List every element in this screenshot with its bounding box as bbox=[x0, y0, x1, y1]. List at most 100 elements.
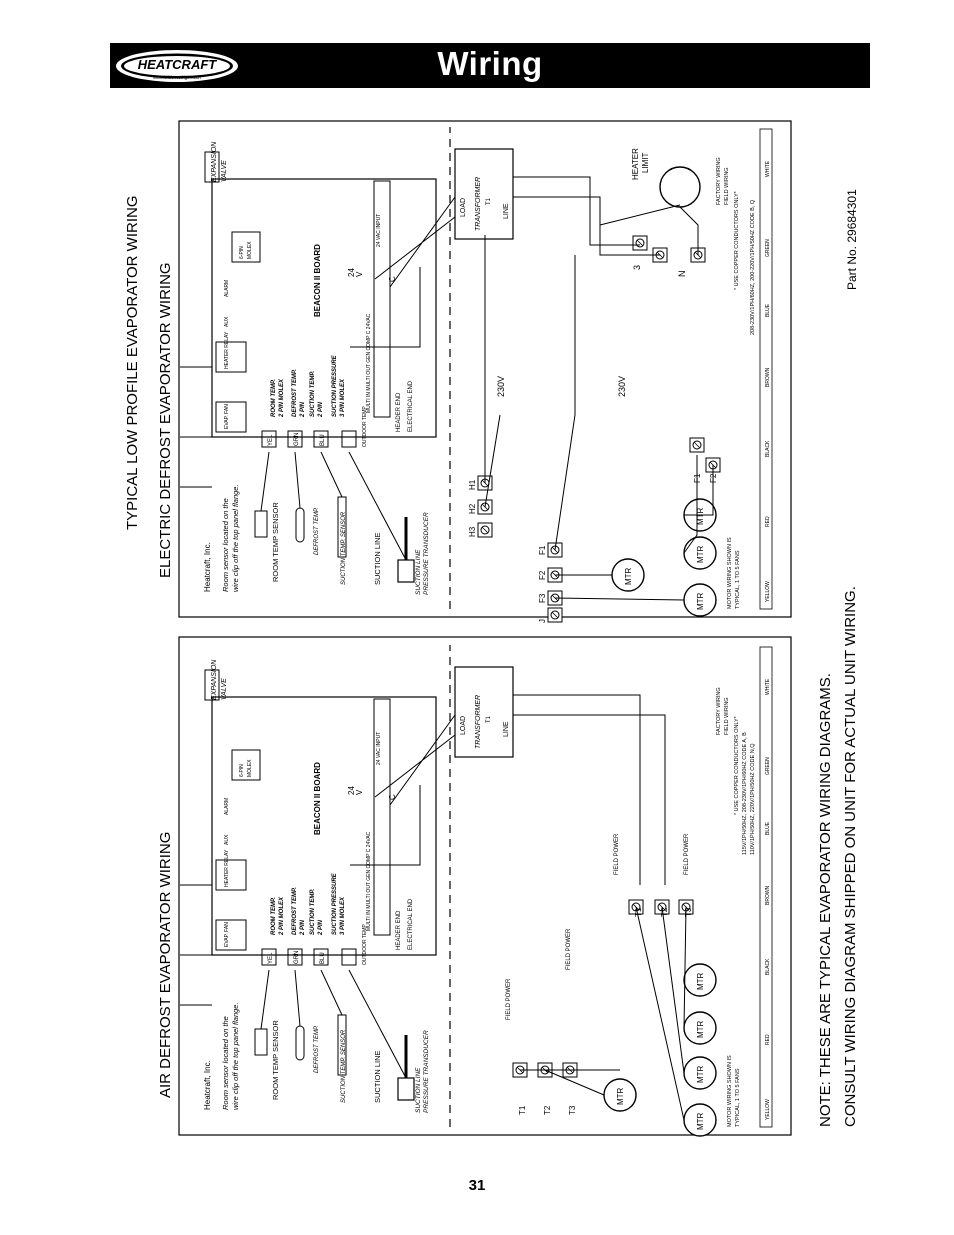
io-row-label: MULTI IN MULTI OUT GEN COMP C 24VAC bbox=[366, 831, 372, 931]
right-color-legend bbox=[759, 128, 773, 610]
molex-label: MOLEX bbox=[247, 759, 253, 777]
right-v24-label: 24 bbox=[347, 268, 356, 277]
room-temp-sensor-label: ROOM TEMP SENSOR bbox=[271, 1020, 280, 1100]
heater-limit-switch bbox=[659, 166, 701, 208]
left-mtr-5: MTR bbox=[696, 972, 705, 990]
left-t1: T1 bbox=[518, 1105, 527, 1115]
room-temp-sensor-icon bbox=[254, 1028, 268, 1056]
expansion-label: EXPANSION bbox=[211, 659, 218, 700]
right-evap-fan-label: EVAP. FAN bbox=[224, 404, 230, 429]
right-electrical-end-label: ELECTRICAL END bbox=[408, 380, 414, 432]
heater-label: HEATER bbox=[631, 148, 640, 180]
pressure-transducer-label: PRESSURE TRANSDUCER bbox=[423, 1030, 430, 1113]
header-end-label: HEADER END bbox=[396, 910, 402, 950]
right-copper-note: * USE COPPER CONDUCTORS ONLY* bbox=[734, 190, 740, 290]
right-pressure-transducer-icon bbox=[397, 559, 415, 583]
note-line-2: CONSULT WIRING DIAGRAM SHIPPED ON UNIT F… bbox=[842, 586, 859, 1127]
right-sensor-note-1: Room sensor located on the bbox=[221, 498, 230, 592]
blu-terminal bbox=[313, 948, 329, 966]
field-power-3: FIELD POWER bbox=[614, 833, 620, 875]
right-panel-border bbox=[178, 120, 792, 618]
right-company-name: Heatcraft, Inc. bbox=[203, 542, 212, 592]
left-copper-note: * USE COPPER CONDUCTORS ONLY* bbox=[734, 715, 740, 815]
left-mtr-1: MTR bbox=[616, 1087, 625, 1105]
pin2b-label: 2 PIN bbox=[318, 919, 324, 936]
beacon-board-label: BEACON II BOARD bbox=[313, 762, 322, 835]
right-suction-line-2-label: SUCTION LINE bbox=[415, 549, 422, 595]
right-pin2b-label: 2 PIN bbox=[318, 401, 324, 418]
left-mtr-3: MTR bbox=[696, 1065, 705, 1083]
defrost-temp-label: DEFROST TEMP. bbox=[314, 1025, 320, 1073]
room-temp-label: ROOM TEMP. bbox=[271, 897, 277, 935]
right-v-label: V bbox=[355, 271, 364, 277]
right-red: RED bbox=[765, 516, 771, 527]
right-room-temp-label: ROOM TEMP. bbox=[271, 379, 277, 417]
right-mtr-1: MTR bbox=[624, 567, 633, 585]
field-power-1: FIELD POWER bbox=[506, 978, 512, 1020]
right-io-terminal-strip bbox=[373, 180, 391, 418]
v24-label: 24 bbox=[347, 786, 356, 795]
f2-label: F2 bbox=[538, 570, 547, 580]
right-grn-terminal bbox=[287, 430, 303, 448]
suction-temp-label: SUCTION TEMP. bbox=[310, 888, 316, 935]
right-beacon-board-label: BEACON II BOARD bbox=[313, 244, 322, 317]
right-expansion-valve bbox=[204, 151, 220, 183]
heatcraft-logo: HEATCRAFT Worldwide Refrigeration bbox=[116, 50, 238, 82]
right-beacon-board bbox=[211, 178, 437, 438]
alarm-label: ALARM bbox=[224, 798, 230, 815]
left-motor-note-1: MOTOR WIRING SHOWN IS bbox=[727, 1055, 733, 1127]
heater-relay bbox=[215, 859, 247, 891]
left-voltage-1: 115V/1PH/50HZ, 208-230V/1PH/60HZ CODE A,… bbox=[742, 732, 748, 855]
transformer-t1-label: T1 bbox=[486, 715, 492, 723]
valve-label: VALVE bbox=[221, 678, 228, 700]
right-pin6-label: 6-PIN bbox=[239, 246, 245, 259]
right-factory-wiring: FACTORY WIRING bbox=[716, 157, 722, 205]
suction-temp-sensor-label: SUCTION TEMP. SENSOR bbox=[341, 1029, 347, 1103]
right-load-label: LOAD bbox=[460, 198, 467, 217]
io-terminal-strip bbox=[373, 698, 391, 936]
limit-label: LIMIT bbox=[641, 152, 650, 173]
right-motor-note-2: TYPICAL, 1 TO 5 FANS bbox=[735, 550, 741, 609]
right-green: GREEN bbox=[765, 239, 771, 257]
page-title: Wiring bbox=[437, 45, 543, 82]
left-factory-wiring: FACTORY WIRING bbox=[716, 687, 722, 735]
sensor-note-1: Room sensor located on the bbox=[221, 1016, 230, 1110]
left-color-legend bbox=[759, 646, 773, 1128]
right-voltage: 208-230V/1PH/60HZ, 200-220V/1PH/50HZ COD… bbox=[750, 199, 756, 335]
right-transformer bbox=[454, 148, 514, 240]
suction-pressure-label: SUCTION PRESSURE bbox=[332, 872, 338, 935]
right-room-temp-sensor-label: ROOM TEMP SENSOR bbox=[271, 502, 280, 582]
left-black: BLACK bbox=[765, 958, 771, 975]
right-pressure-transducer-label: PRESSURE TRANSDUCER bbox=[423, 512, 430, 595]
right-heater-relay bbox=[215, 341, 247, 373]
left-yellow: YELLOW bbox=[765, 1099, 771, 1120]
right-suction-temp-label: SUCTION TEMP. bbox=[310, 370, 316, 417]
right-molex-label: MOLEX bbox=[247, 241, 253, 259]
line-label: LINE bbox=[503, 721, 510, 737]
term-3-label: 3 bbox=[632, 265, 642, 270]
right-defrost-temp-sensor-icon bbox=[295, 507, 305, 543]
electrical-end-label: ELECTRICAL END bbox=[408, 898, 414, 950]
yel-label: YEL bbox=[268, 952, 274, 964]
left-t3b: T3 bbox=[684, 907, 693, 917]
right-mtr-4: MTR bbox=[696, 507, 705, 525]
electric-defrost-diagram: Heatcraft, Inc. Room sensor located on t… bbox=[180, 127, 773, 623]
right-yel-terminal bbox=[261, 430, 277, 448]
company-name: Heatcraft, Inc. bbox=[203, 1060, 212, 1110]
transformer-label: TRANSFORMER bbox=[475, 695, 482, 749]
page-number: 31 bbox=[468, 1177, 486, 1194]
right-field-wiring: FIELD WIRING bbox=[724, 167, 730, 205]
header-bar: HEATCRAFT Worldwide Refrigeration Wiring bbox=[110, 43, 870, 88]
f3-label: F3 bbox=[538, 593, 547, 603]
suction-line-2-label: SUCTION LINE bbox=[415, 1067, 422, 1113]
right-line-label: LINE bbox=[503, 203, 510, 219]
right-mtr-3: MTR bbox=[696, 545, 705, 563]
vac-input-label: 24 VAC INPUT bbox=[376, 732, 382, 765]
pressure-terminal bbox=[341, 948, 357, 966]
blu-label: BLU bbox=[320, 952, 326, 964]
yel-terminal bbox=[261, 948, 277, 966]
left-mtr-4: MTR bbox=[696, 1020, 705, 1038]
pin3-molex-label: 3 PIN MOLEX bbox=[340, 896, 346, 935]
f1-label: F1 bbox=[538, 545, 547, 555]
